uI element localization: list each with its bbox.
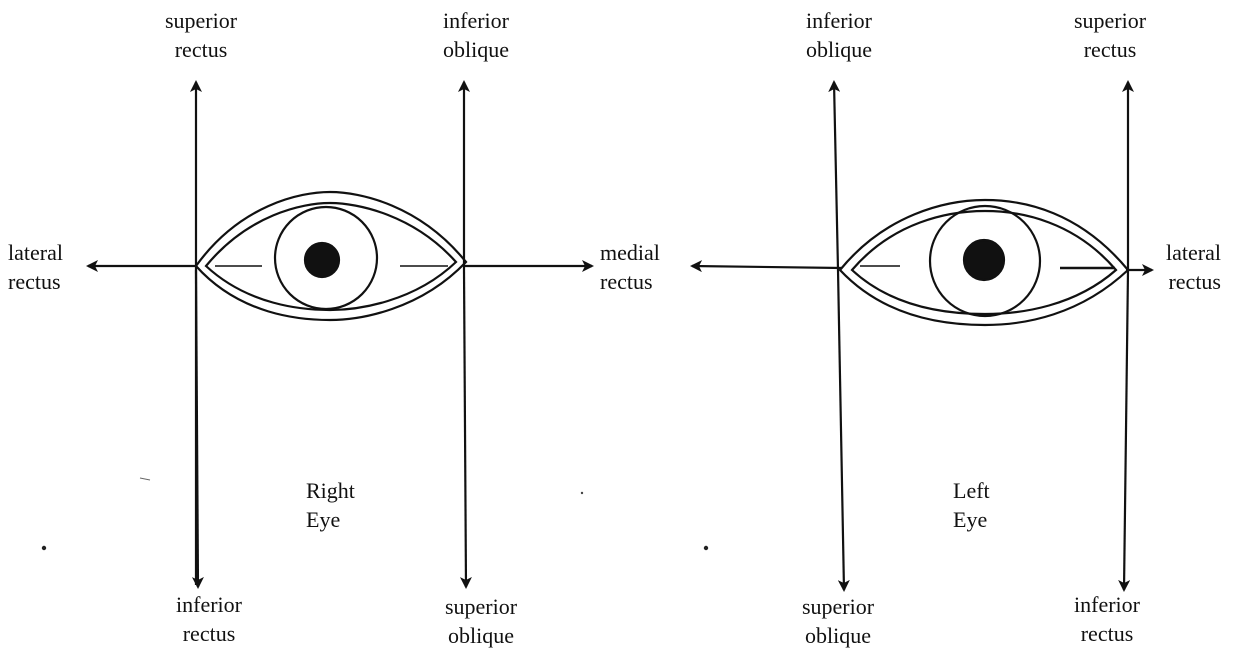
speck: [581, 492, 583, 494]
right-eye-pupil: [305, 243, 339, 277]
left-eye-left-horizontal-axis: [692, 266, 842, 268]
left-eye-right-vertical-axis-down: [1124, 270, 1128, 590]
speck: [140, 478, 150, 480]
left-eye-left-vertical-axis-down: [838, 270, 844, 590]
speck: [42, 546, 46, 550]
left-eye-pupil: [964, 240, 1004, 280]
left-eye-group: [692, 82, 1152, 590]
speck: [704, 546, 708, 550]
left-eye-left-vertical-axis: [834, 82, 838, 270]
right-eye-right-vertical-axis-down: [464, 270, 466, 587]
